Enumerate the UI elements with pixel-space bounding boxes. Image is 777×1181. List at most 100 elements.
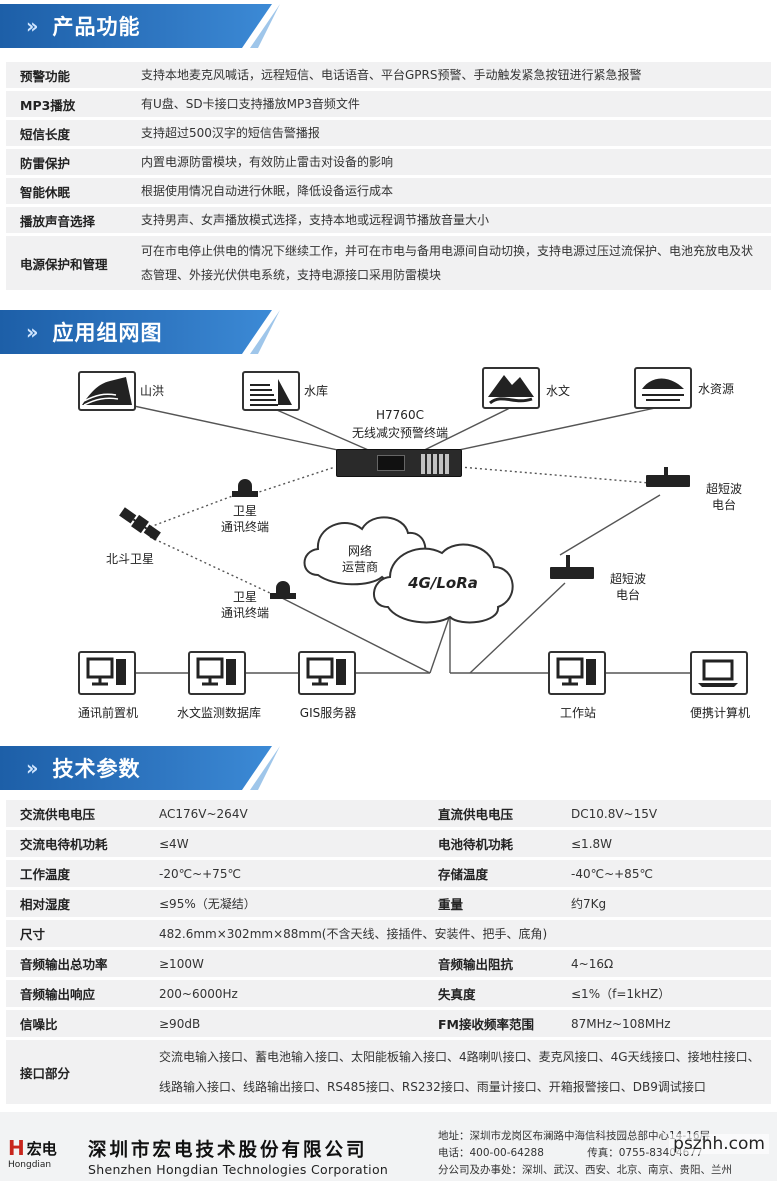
spec-value: 200~6000Hz: [159, 986, 238, 1001]
chevron-right-icon: ››: [26, 14, 39, 38]
spec-value: ≤1.8W: [571, 836, 613, 851]
branches: 分公司及办事处：深圳、武汉、西安、北京、南京、贵阳、兰州: [438, 1164, 732, 1176]
table-row: 相对湿度 ≤95%（无凝结） 重量 约7Kg: [6, 890, 771, 917]
logo-cn: 宏电: [26, 1139, 57, 1158]
satellite-terminal-icon: [270, 581, 296, 599]
gis-server-icon: [298, 651, 356, 695]
flood-label: 山洪: [140, 384, 165, 398]
table-row: 音频输出响应 200~6000Hz 失真度 ≤1%（f=1kHZ）: [6, 980, 771, 1007]
table-row: 交流供电电压 AC176V~264V 直流供电电压 DC10.8V~15V: [6, 800, 771, 827]
spec-label: 工作温度: [20, 867, 71, 882]
radio-icon: [550, 555, 594, 581]
footer: H 宏电 Hongdian 深圳市宏电技术股份有限公司 Shenzhen Hon…: [0, 1112, 777, 1181]
chevron-right-icon: ››: [26, 756, 39, 780]
row-value: 有U盘、SD卡接口支持播放MP3音频文件: [141, 97, 360, 111]
table-row: 尺寸 482.6mm×302mm×88mm(不含天线、接插件、安装件、把手、底角…: [6, 920, 771, 947]
terminal-model: H7760C: [376, 408, 424, 422]
laptop-label: 便携计算机: [689, 706, 750, 720]
radio-icon: [646, 467, 690, 489]
logo-mark-icon: H: [8, 1136, 25, 1160]
spec-value: DC10.8V~15V: [571, 806, 658, 821]
table-row: 工作温度 -20℃~+75℃ 存储温度 -40℃~+85℃: [6, 860, 771, 887]
spec-value: 约7Kg: [571, 897, 607, 911]
spec-value: ≤1%（f=1kHZ）: [571, 987, 671, 1001]
table-row: 信噪比 ≥90dB FM接收频率范围 87MHz~108MHz: [6, 1010, 771, 1037]
row-label: 智能休眠: [20, 184, 71, 200]
network-operator-label: 网络 运营商: [341, 544, 378, 574]
spec-label: 存储温度: [438, 867, 489, 882]
radio-label: 超短波 电台: [609, 572, 646, 602]
section-banner-specs: ›› 技术参数: [0, 746, 280, 790]
table-row: 智能休眠 根据使用情况自动进行休眠，降低设备运行成本: [6, 178, 771, 204]
table-row: 播放声音选择 支持男声、女声播放模式选择，支持本地或远程调节播放音量大小: [6, 207, 771, 233]
terminal-name: 无线减灾预警终端: [351, 426, 448, 440]
spec-label: 信噪比: [20, 1017, 58, 1032]
hydro-db-label: 水文监测数据库: [176, 706, 261, 720]
company-name-cn: 深圳市宏电技术股份有限公司: [88, 1140, 368, 1161]
spec-label: 失真度: [438, 987, 476, 1002]
satellite-icon: [118, 505, 162, 543]
chevron-right-icon: ››: [26, 320, 39, 344]
section-banner-functions: ›› 产品功能: [0, 4, 280, 48]
functions-table: 预警功能 支持本地麦克风喊话，远程短信、电话语音、平台GPRS预警、手动触发紧急…: [6, 62, 771, 293]
company-name-en: Shenzhen Hongdian Technologies Corporati…: [88, 1162, 389, 1177]
spec-label: 交流供电电压: [20, 807, 96, 822]
gis-label: GIS服务器: [299, 706, 357, 720]
reservoir-icon: [242, 371, 300, 411]
spec-value: 交流电输入接口、蓄电池输入接口、太阳能板输入接口、4路喇叭接口、麦克风接口、4G…: [159, 1050, 760, 1094]
frontend-computer-icon: [78, 651, 136, 695]
table-row: 电源保护和管理 可在市电停止供电的情况下继续工作，并可在市电与备用电源间自动切换…: [6, 236, 771, 290]
row-label: MP3播放: [20, 97, 76, 113]
spec-label: 音频输出响应: [20, 987, 96, 1002]
frontend-label: 通讯前置机: [77, 706, 138, 720]
spec-value: ≥100W: [159, 956, 204, 971]
database-computer-icon: [188, 651, 246, 695]
spec-value: 87MHz~108MHz: [571, 1016, 671, 1031]
spec-label: 音频输出总功率: [20, 957, 108, 972]
satellite-terminal-label: 卫星 通讯终端: [220, 504, 269, 534]
spec-label: 电池待机功耗: [438, 837, 514, 852]
section-title-network: 应用组网图: [52, 321, 163, 345]
row-value: 支持超过500汉字的短信告警播报: [141, 126, 320, 140]
spec-label: 接口部分: [20, 1065, 71, 1081]
row-label: 短信长度: [20, 126, 71, 142]
section-banner-network: ›› 应用组网图: [0, 310, 280, 354]
satellite-terminal-icon: [232, 479, 258, 497]
phone-fax: 电话：400-00-64288 传真：0755-83404677: [438, 1145, 732, 1162]
spec-value: AC176V~264V: [159, 806, 248, 821]
address: 地址：深圳市龙岗区布澜路中海信科技园总部中心14-16层: [438, 1130, 711, 1142]
table-row: 交流电待机功耗 ≤4W 电池待机功耗 ≤1.8W: [6, 830, 771, 857]
company-name: 深圳市宏电技术股份有限公司 Shenzhen Hongdian Technolo…: [88, 1136, 388, 1177]
section-title-specs: 技术参数: [52, 757, 141, 781]
spec-value: 482.6mm×302mm×88mm(不含天线、接插件、安装件、把手、底角): [159, 927, 548, 941]
row-value: 内置电源防雷模块，有效防止雷击对设备的影响: [141, 155, 394, 169]
spec-value: ≥90dB: [159, 1016, 201, 1031]
terminal-device-icon: [336, 449, 462, 477]
lora-label: 4G/LoRa: [408, 574, 478, 592]
table-row: 预警功能 支持本地麦克风喊话，远程短信、电话语音、平台GPRS预警、手动触发紧急…: [6, 62, 771, 88]
laptop-icon: [690, 651, 748, 695]
row-value: 可在市电停止供电的情况下继续工作，并可在市电与备用电源间自动切换，支持电源过压过…: [141, 244, 754, 282]
contact-info: 地址：深圳市龙岗区布澜路中海信科技园总部中心14-16层 电话：400-00-6…: [438, 1128, 732, 1179]
row-label: 预警功能: [20, 68, 71, 84]
spec-label: 交流电待机功耗: [20, 837, 108, 852]
spec-label: 音频输出阻抗: [438, 957, 514, 972]
spec-value: -40℃~+85℃: [571, 866, 653, 881]
row-label: 防雷保护: [20, 155, 71, 171]
beidou-label: 北斗卫星: [105, 552, 154, 566]
website-watermark: pszhh.com: [669, 1134, 769, 1154]
water-resource-label: 水资源: [698, 382, 735, 396]
spec-value: ≤95%（无凝结）: [159, 897, 256, 911]
hydrology-icon: [482, 367, 540, 409]
spec-label: 尺寸: [20, 927, 46, 942]
row-label: 播放声音选择: [20, 213, 96, 229]
table-row: 防雷保护 内置电源防雷模块，有效防止雷击对设备的影响: [6, 149, 771, 175]
water-resource-icon: [634, 367, 692, 409]
radio-label: 超短波 电台: [705, 482, 742, 512]
reservoir-label: 水库: [304, 384, 329, 398]
spec-label: 直流供电电压: [438, 807, 514, 822]
section-title-functions: 产品功能: [52, 15, 141, 39]
spec-label: 重量: [438, 897, 464, 912]
hydrology-label: 水文: [546, 384, 571, 398]
spec-label: 相对湿度: [20, 897, 71, 912]
